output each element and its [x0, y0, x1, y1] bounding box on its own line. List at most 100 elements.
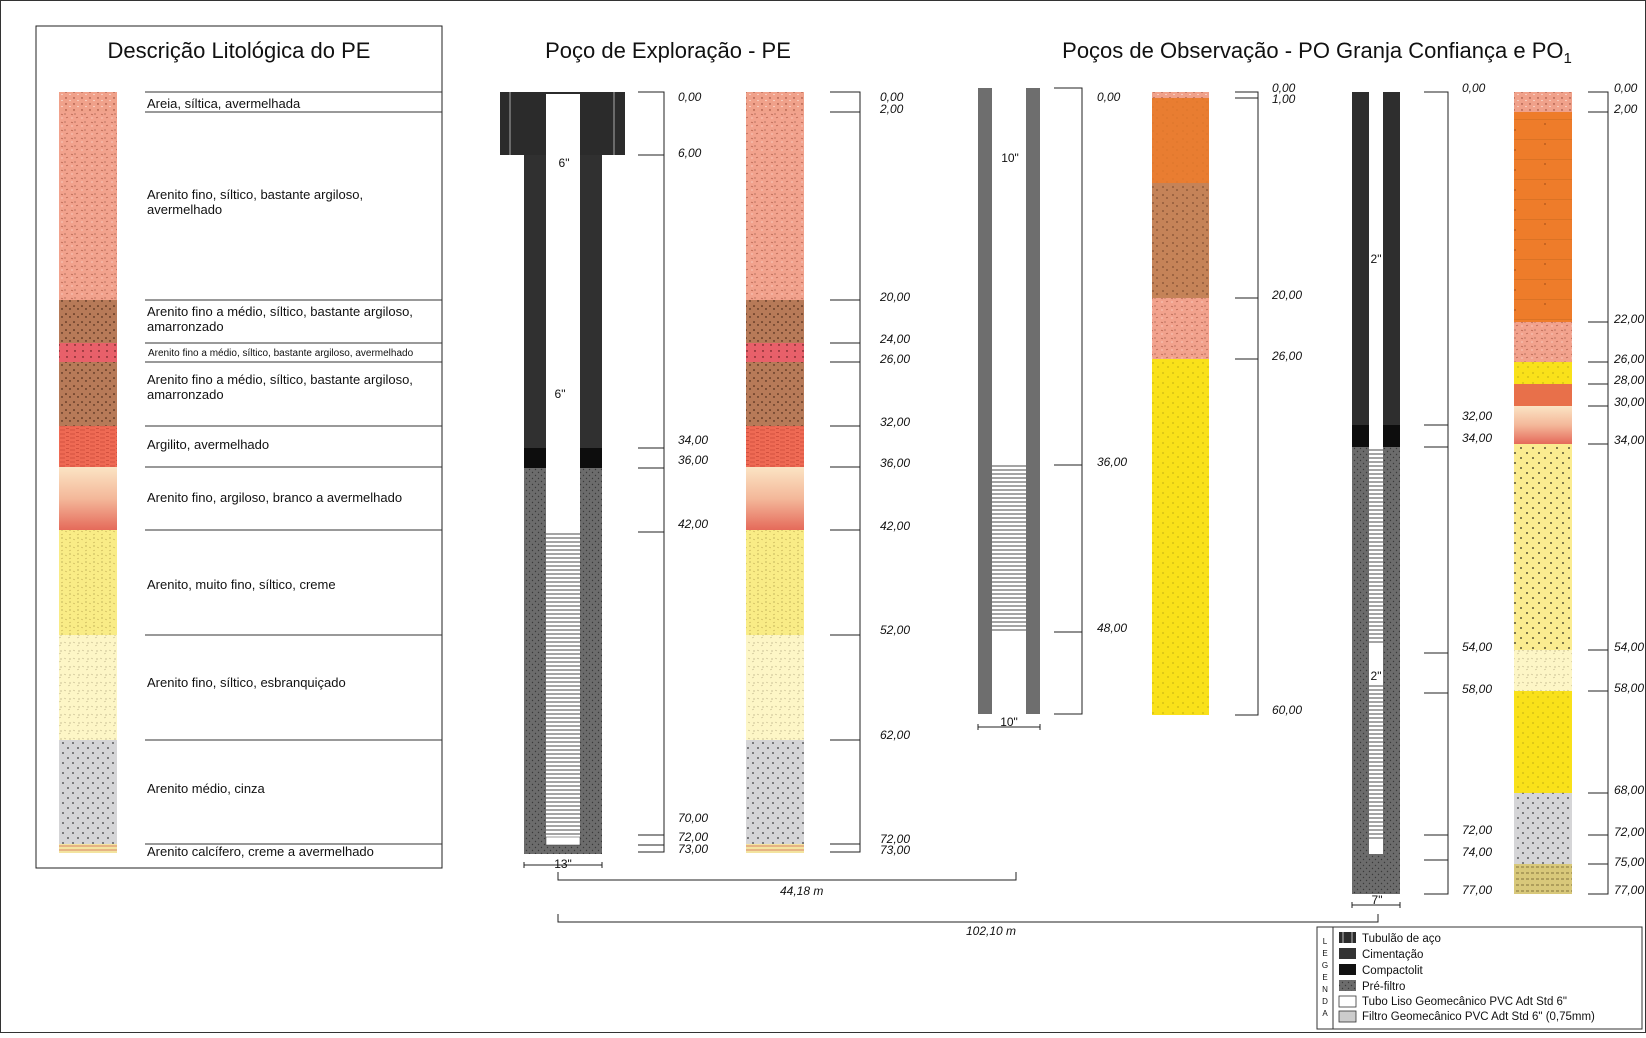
litho-swatch-yellow [59, 530, 117, 635]
po-title: Poços de Observação - PO Granja Confianç… [1062, 38, 1572, 67]
pe-title: Poço de Exploração - PE [545, 38, 791, 63]
litho-label-3a: Arenito fino a médio, síltico, bastante … [147, 304, 413, 319]
po1-casing-depth: 58,00 [1462, 682, 1492, 696]
po1-log-depth: 72,00 [1614, 825, 1644, 839]
pe-casing-depth: 34,00 [678, 433, 708, 447]
pe-log-depth: 26,00 [879, 352, 910, 366]
pe-log-depth: 24,00 [879, 332, 910, 346]
po-granja-log-depth: 0,00 [1272, 81, 1296, 95]
litho-label-10: Arenito médio, cinza [147, 781, 266, 796]
po-granja-blank-tube [992, 88, 1026, 465]
po1-diam-label-2: 2" [1371, 669, 1382, 683]
po1-log-depth: 22,00 [1613, 312, 1644, 326]
legend-swatch-steel [1339, 932, 1356, 943]
pe-log-depth: 2,00 [879, 102, 904, 116]
po1-screen-1 [1369, 447, 1383, 645]
pe-log-depth: 72,00 [880, 832, 910, 846]
po-granja-log-depth: 1,00 [1272, 92, 1296, 106]
legend-item-label: Pré-filtro [1362, 981, 1405, 993]
legend-item-label: Compactolit [1362, 965, 1424, 977]
po1-log-depth: 77,00 [1614, 883, 1644, 897]
litho-swatch-redbrick [59, 343, 117, 362]
pe-log-depth: 52,00 [880, 623, 910, 637]
legend-swatch-blank-tube [1338, 995, 1357, 1008]
litho-label-5b: amarronzado [147, 387, 224, 402]
litho-label-1: Areia, síltica, avermelhada [147, 96, 301, 111]
litho-swatch-calc [59, 844, 117, 853]
po1-log-depth: 2,00 [1613, 102, 1638, 116]
litho-swatch-grey [59, 740, 117, 844]
pe-log-depth: 42,00 [880, 519, 910, 533]
pe-bottom-diameter: 13" [554, 857, 572, 871]
legend-swatch-prefilter [1339, 980, 1356, 991]
po1-bottom-diameter: 7" [1372, 893, 1383, 907]
litho-swatch-sand [59, 92, 117, 112]
po1-log-depth: 54,00 [1614, 640, 1644, 654]
pe-casing-depth: 70,00 [678, 811, 708, 825]
po1-casing-depth: 32,00 [1462, 409, 1492, 423]
litho-label-8: Arenito, muito fino, síltico, creme [147, 577, 336, 592]
pe-log-depth: 36,00 [880, 456, 910, 470]
litho-label-7: Arenito fino, argiloso, branco a avermel… [147, 490, 402, 505]
pe-casing-depth: 72,00 [678, 830, 708, 844]
po-granja-log-depth: 60,00 [1272, 703, 1302, 717]
svg-text:N: N [1322, 985, 1328, 994]
svg-text:A: A [1322, 1009, 1328, 1018]
pe-casing-depth: 36,00 [678, 453, 708, 467]
litho-label-6: Argilito, avermelhado [147, 437, 269, 452]
po-granja-section: 10" 10" 0,00 36,00 48,00 0,00 1,00 20,00… [977, 81, 1302, 730]
litho-label-3b: amarronzado [147, 319, 224, 334]
svg-text:G: G [1322, 961, 1328, 970]
litho-swatch-brown [59, 300, 117, 343]
po1-casing-depth: 34,00 [1462, 431, 1492, 445]
po1-casing-depth: 54,00 [1462, 640, 1492, 654]
svg-text:E: E [1322, 949, 1327, 958]
litho-label-4: Arenito fino a médio, síltico, bastante … [148, 348, 414, 359]
po-granja-depth: 0,00 [1097, 90, 1121, 104]
pe-diam-label-2: 6" [555, 387, 566, 401]
litho-swatch-clay [59, 426, 117, 467]
po1-casing-depth: 72,00 [1462, 823, 1492, 837]
litho-label-9: Arenito fino, síltico, esbranquiçado [147, 675, 346, 690]
po1-diam-label-1: 2" [1371, 252, 1382, 266]
po1-log-depth: 0,00 [1614, 81, 1638, 95]
legend: L E G E N D A Tubulão de aço Cimentação … [1316, 926, 1643, 1030]
pe-casing-depth: 42,00 [678, 517, 708, 531]
pe-diam-label-1: 6" [559, 156, 570, 170]
pe-log-depth: 62,00 [880, 728, 910, 742]
pe-log-depth: 20,00 [879, 290, 910, 304]
litho-label-2a: Arenito fino, síltico, bastante argiloso… [147, 187, 363, 202]
po1-log-depth: 58,00 [1614, 681, 1644, 695]
pe-screen [546, 532, 580, 837]
pe-casing-depth: 73,00 [678, 842, 708, 856]
pe-log-depth: 73,00 [880, 843, 910, 857]
po1-casing-depth: 0,00 [1462, 81, 1486, 95]
po1-screen-2 [1369, 685, 1383, 840]
po-granja-bottom-diameter: 10" [1000, 715, 1018, 729]
pe-section: Poço de Exploração - PE 6" 6" 13" 0,00 [500, 38, 910, 871]
legend-item-label: Tubo Liso Geomecânico PVC Adt Std 6" [1362, 996, 1567, 1008]
litho-swatch-cream [59, 635, 117, 740]
po1-log-depth: 30,00 [1614, 395, 1644, 409]
lithology-title: Descrição Litológica do PE [108, 38, 371, 63]
pe-casing-depth: 0,00 [678, 90, 702, 104]
po-granja-log-depth: 20,00 [1271, 288, 1302, 302]
legend-swatch-cement [1339, 948, 1356, 959]
legend-item-label: Cimentação [1362, 949, 1423, 961]
lithology-panel: Descrição Litológica do PE Areia, síltic… [35, 25, 443, 869]
po1-blank-tube [1369, 92, 1383, 447]
litho-swatch-pinkfine [59, 112, 117, 300]
po1-log-depth: 68,00 [1614, 783, 1644, 797]
pe-log-depth: 32,00 [880, 415, 910, 429]
legend-swatch-compactolit [1339, 964, 1356, 975]
svg-text:E: E [1322, 973, 1327, 982]
litho-swatch-whitered [59, 467, 117, 530]
svg-text:L: L [1323, 937, 1328, 946]
po1-casing-depth: 74,00 [1462, 845, 1492, 859]
distance-markers [557, 872, 1379, 923]
legend-item-label: Tubulão de aço [1362, 933, 1441, 945]
po1-log-depth: 28,00 [1613, 373, 1644, 387]
legend-item-label: Filtro Geomecânico PVC Adt Std 6" (0,75m… [1362, 1011, 1595, 1023]
